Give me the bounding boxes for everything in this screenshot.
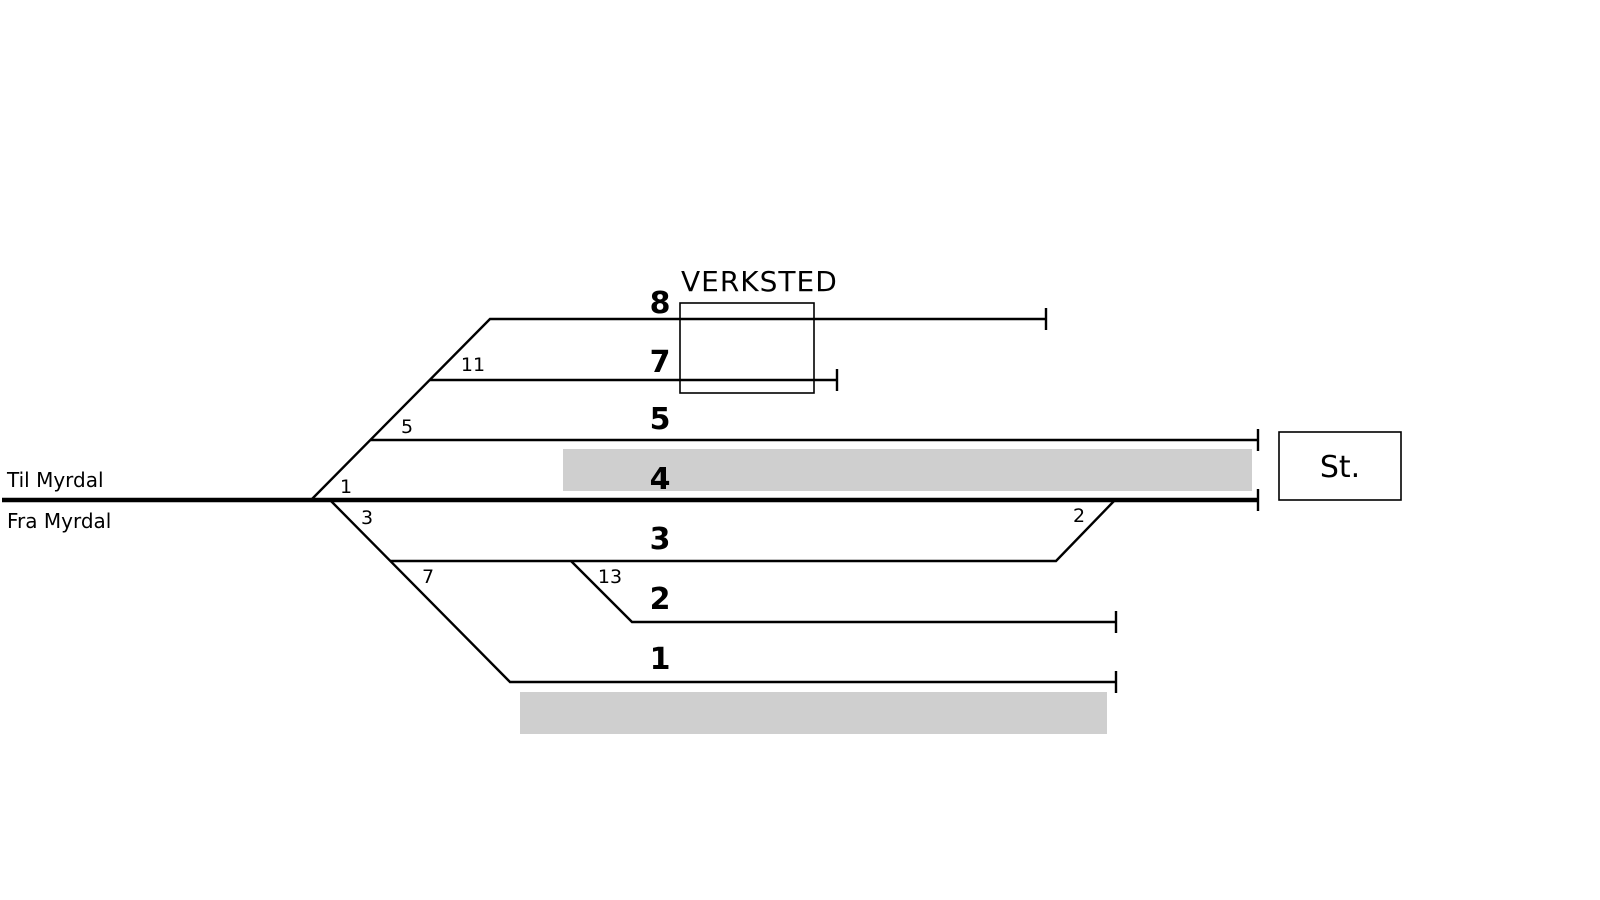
- platform-track-1: [520, 692, 1107, 734]
- track-number-1: 1: [650, 642, 671, 677]
- platform-track-4: [563, 449, 1252, 491]
- switch-number-13: 13: [598, 566, 622, 588]
- switch-number-2: 2: [1073, 505, 1085, 527]
- track-number-8: 8: [650, 286, 671, 321]
- track-2: [570, 560, 1116, 624]
- track-number-4: 4: [650, 462, 671, 497]
- track-number-2: 2: [650, 582, 671, 617]
- workshop-label: VERKSTED: [681, 265, 838, 298]
- switch-number-3: 3: [361, 507, 373, 529]
- direction-label-to: Til Myrdal: [6, 468, 104, 492]
- lower-ladder-track-1: [329, 499, 1116, 684]
- switch-number-5: 5: [401, 416, 413, 438]
- track-3: [390, 499, 1116, 563]
- track-number-5: 5: [650, 402, 671, 437]
- direction-label-from: Fra Myrdal: [7, 509, 111, 533]
- switch-number-1: 1: [340, 476, 352, 498]
- station-building: [1278, 431, 1402, 501]
- station-building-label: St.: [1320, 450, 1360, 485]
- switch-number-7: 7: [422, 566, 434, 588]
- workshop-building: [679, 302, 815, 394]
- track-number-3: 3: [650, 522, 671, 557]
- switch-number-11: 11: [461, 354, 485, 376]
- track-number-7: 7: [650, 345, 671, 380]
